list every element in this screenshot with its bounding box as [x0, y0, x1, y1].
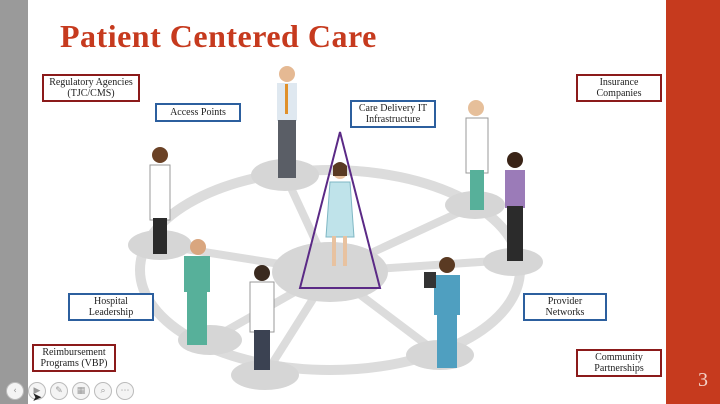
- right-accent-bar: [666, 0, 720, 404]
- label-care-delivery-it: Care Delivery IT Infrastructure: [350, 100, 436, 128]
- mouse-cursor-icon: ➤: [32, 390, 42, 404]
- label-regulatory-agencies: Regulatory Agencies (TJC/CMS): [42, 74, 140, 102]
- label-provider-networks: Provider Networks: [523, 293, 607, 321]
- label-insurance-companies: Insurance Companies: [576, 74, 662, 102]
- slide-number: 3: [698, 369, 708, 392]
- label-hospital-leadership: Hospital Leadership: [68, 293, 154, 321]
- zoom-icon[interactable]: ⌕: [94, 382, 112, 400]
- person-doctor-female: [150, 147, 170, 254]
- slides-icon[interactable]: ▦: [72, 382, 90, 400]
- more-icon[interactable]: ⋯: [116, 382, 134, 400]
- presentation-toolbar: ‹ ▶ ✎ ▦ ⌕ ⋯: [6, 382, 134, 400]
- prev-icon[interactable]: ‹: [6, 382, 24, 400]
- person-executive: [277, 66, 297, 178]
- label-access-points: Access Points: [155, 103, 241, 122]
- care-network-diagram: [28, 0, 668, 404]
- label-reimbursement-programs: Reimbursement Programs (VBP): [32, 344, 116, 372]
- person-doctor-male: [250, 265, 274, 370]
- person-woman-purple: [505, 152, 525, 261]
- label-community-partnerships: Community Partnerships: [576, 349, 662, 377]
- left-sidebar-bar: [0, 0, 28, 404]
- pen-icon[interactable]: ✎: [50, 382, 68, 400]
